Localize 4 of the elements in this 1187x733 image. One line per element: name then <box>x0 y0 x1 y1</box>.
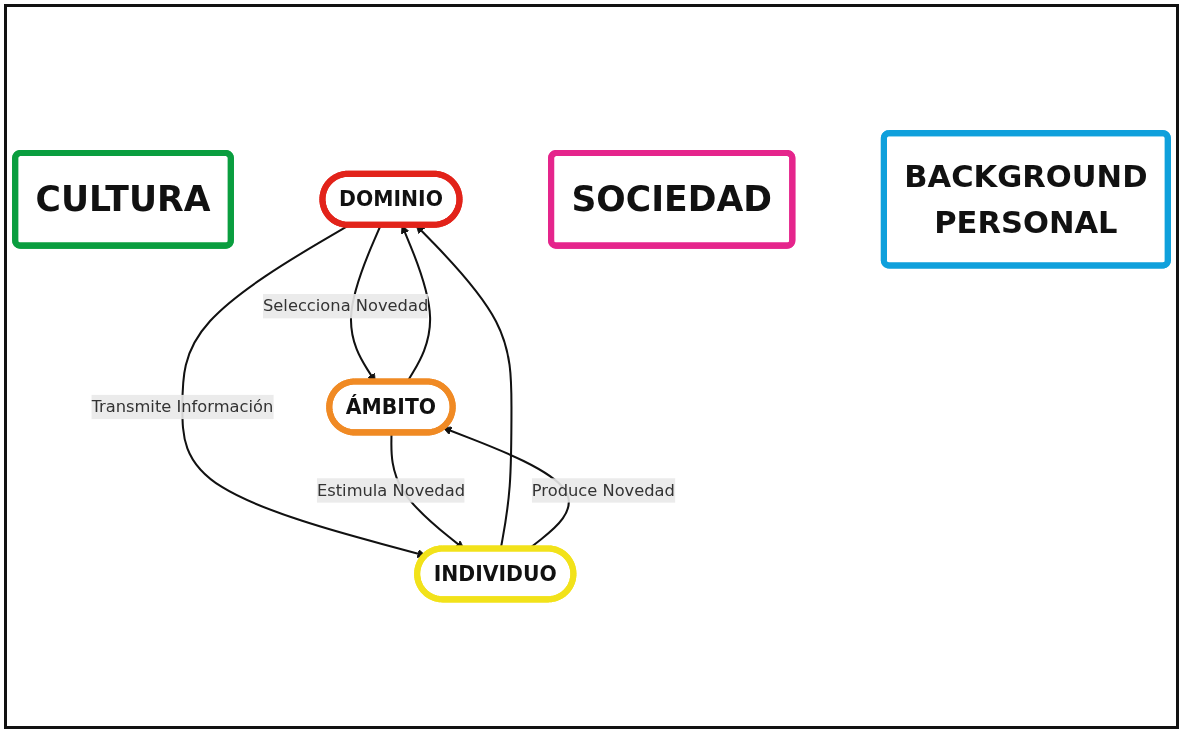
edge-label: Selecciona Novedad <box>263 296 429 316</box>
edge-label: Estimula Novedad <box>316 480 465 500</box>
edge-label: Produce Novedad <box>531 480 675 500</box>
edge-label: Transmite Información <box>91 397 274 417</box>
